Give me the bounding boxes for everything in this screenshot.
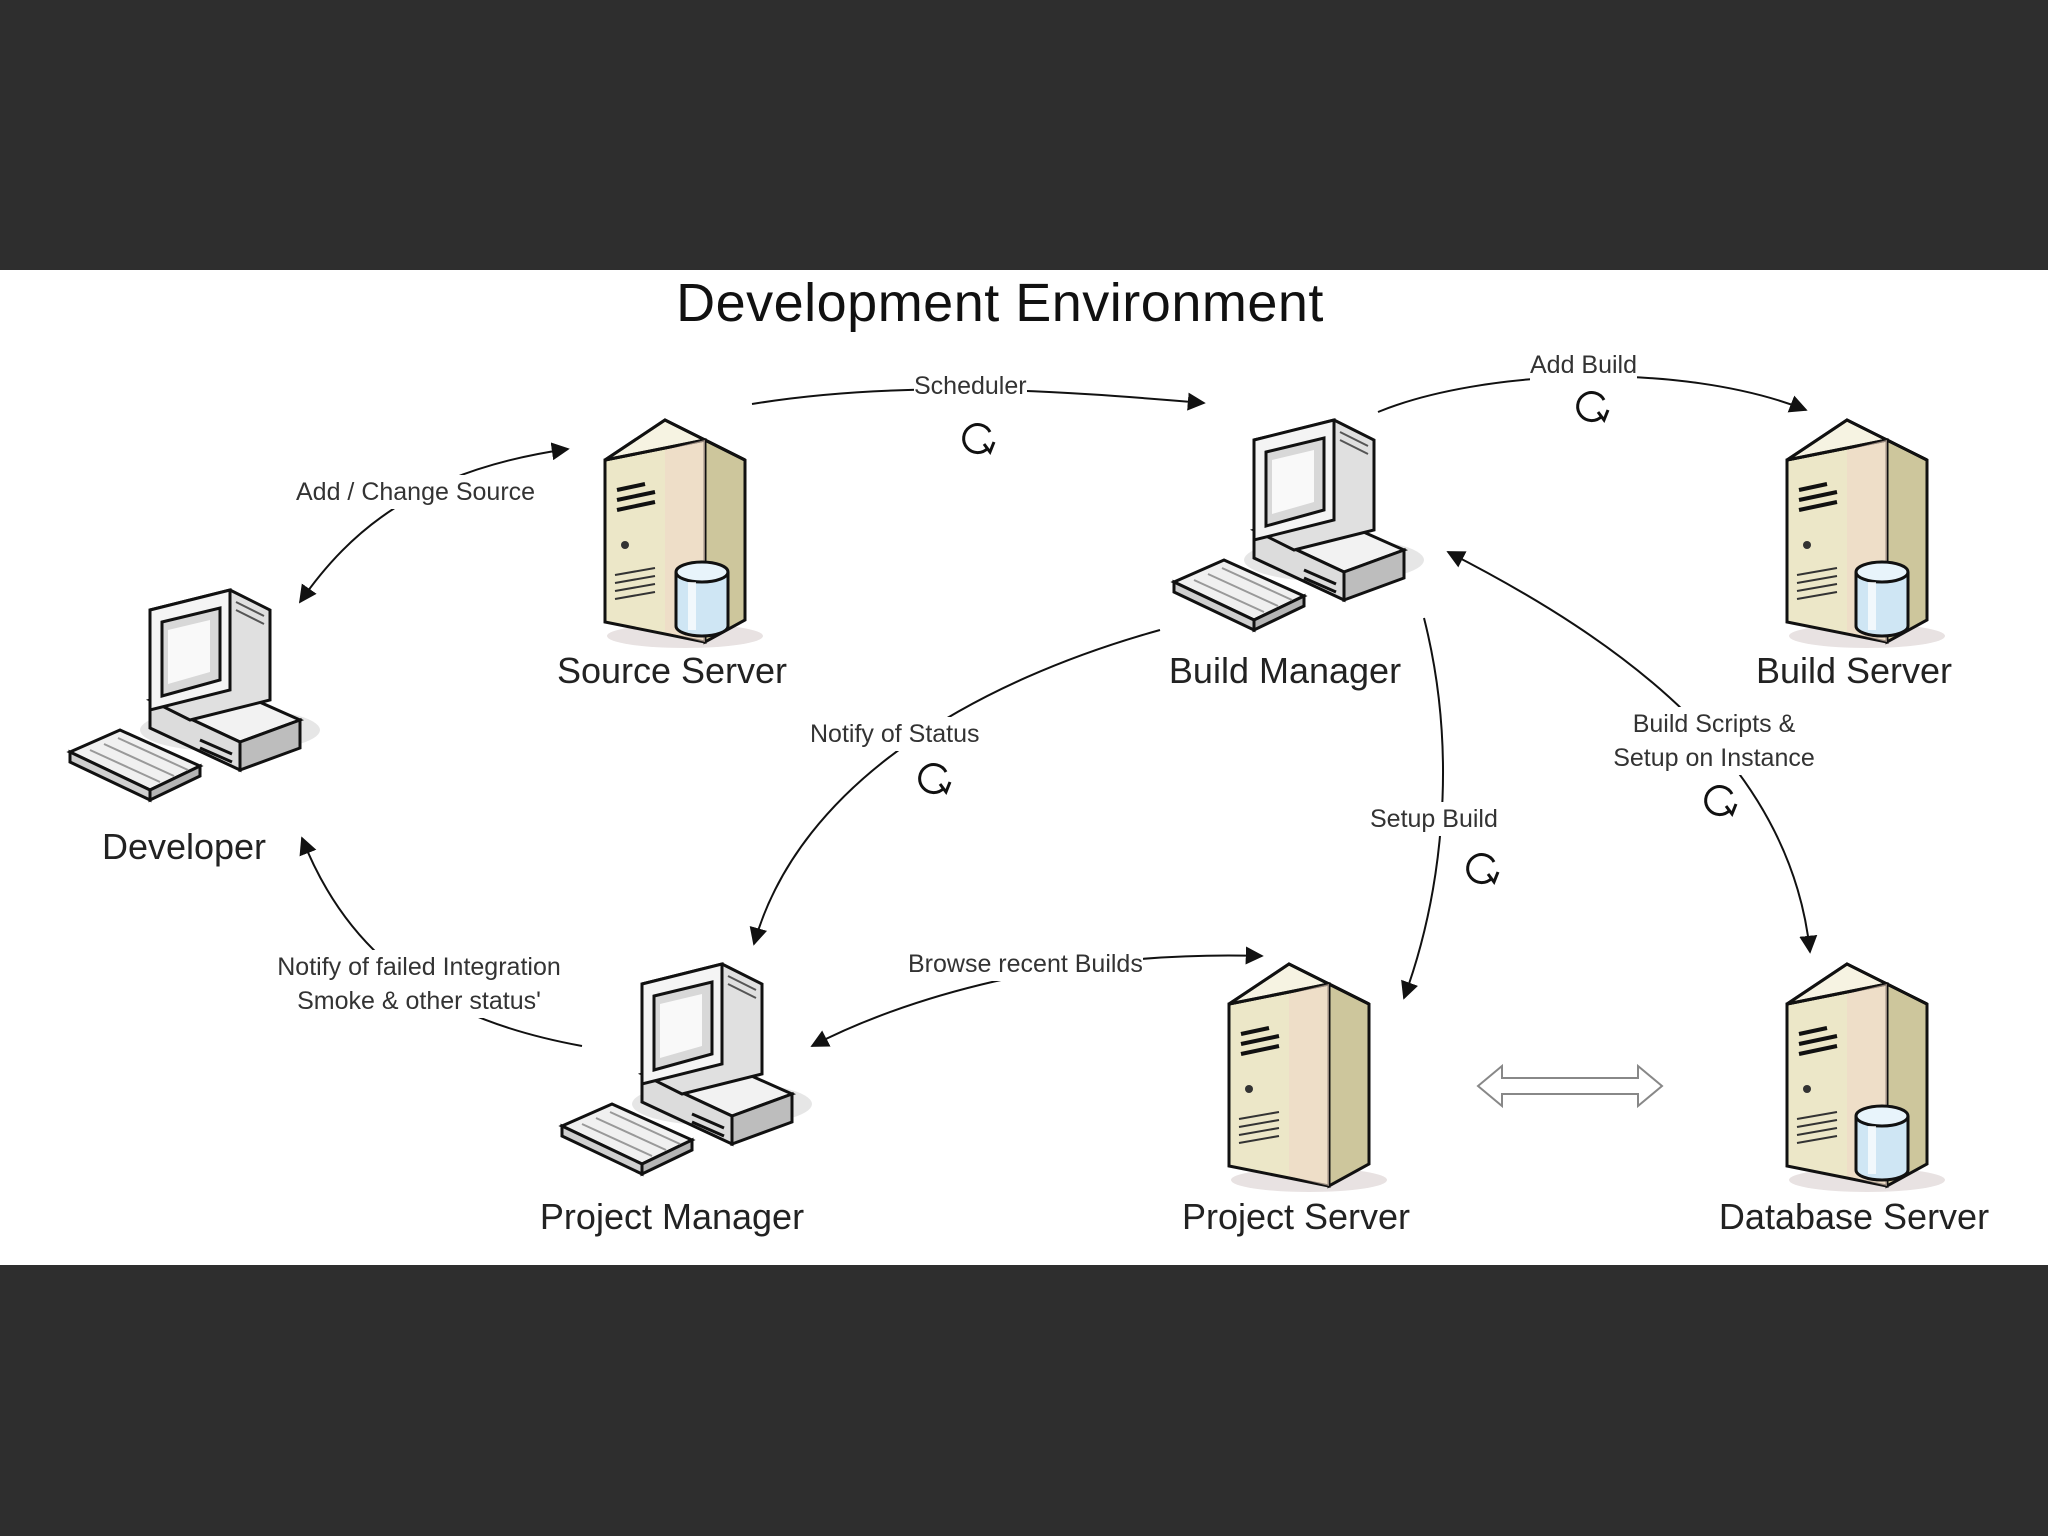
edge-label-notify-failed: Notify of failed Integration Smoke & oth… [256,950,582,1018]
node-label-project-manager: Project Manager [539,1196,805,1237]
node-label-database-server: Database Server [1718,1196,1990,1237]
page-title: Development Environment [676,273,1324,333]
project-manager-workstation-icon [560,962,812,1176]
double-arrow-icon [1476,1063,1664,1109]
node-label-developer: Developer [101,826,267,867]
edge-browse-builds [810,946,1264,1047]
edge-label-scheduler: Scheduler [914,369,1027,403]
database-cylinder-icon [1854,560,1910,638]
edge-label-notify-failed-line2: Smoke & other status' [297,987,541,1015]
edge-label-add-build: Add Build [1530,348,1638,382]
edge-label-setup-build: Setup Build [1370,802,1498,836]
edge-label-notify-status: Notify of Status [810,717,980,751]
edge-label-browse-builds: Browse recent Builds [908,947,1143,981]
edge-developer-source [298,442,570,604]
node-label-build-server: Build Server [1755,650,1953,691]
edge-label-notify-failed-line1: Notify of failed Integration [277,953,561,981]
cycle-arrow-icon [962,423,996,455]
node-label-project-server: Project Server [1181,1196,1411,1237]
node-label-source-server: Source Server [556,650,788,691]
developer-workstation-icon [68,588,320,802]
edge-label-build-scripts: Build Scripts & Setup on Instance [1598,707,1830,775]
edge-label-build-scripts-line1: Build Scripts & [1632,710,1796,738]
cycle-arrow-icon [918,763,952,795]
edge-label-build-scripts-line2: Setup on Instance [1613,744,1815,772]
project-server-icon [1229,964,1387,1192]
cycle-arrow-icon [1576,391,1610,423]
database-cylinder-icon [1854,1104,1910,1182]
build-manager-workstation-icon [1172,418,1424,632]
cycle-arrow-icon [1466,853,1500,885]
cycle-arrow-icon [1704,785,1738,817]
node-label-build-manager: Build Manager [1168,650,1402,691]
database-cylinder-icon [674,560,730,638]
edge-label-add-change-source: Add / Change Source [296,475,536,509]
